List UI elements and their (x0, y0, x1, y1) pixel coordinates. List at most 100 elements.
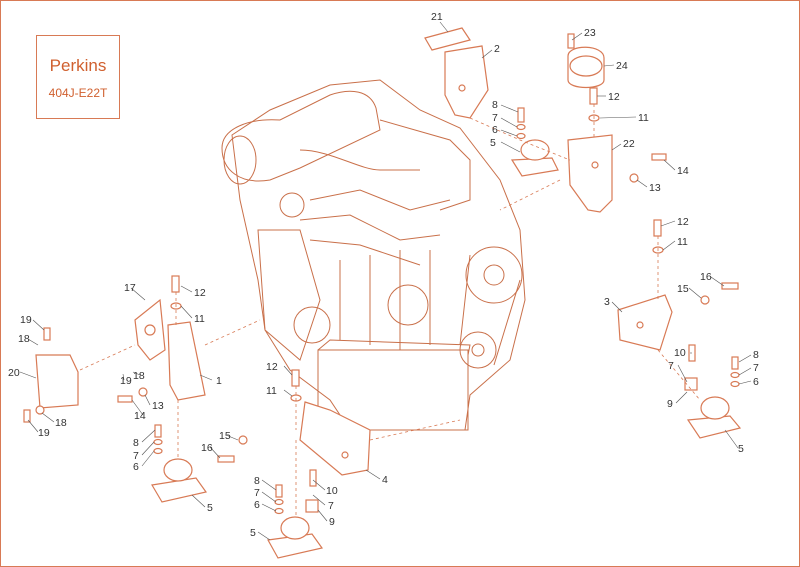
callout-6-a: 6 (492, 124, 498, 136)
pulley-bottom (459, 331, 497, 369)
bolt-12-left (171, 275, 180, 293)
callout-9-a: 9 (667, 398, 673, 410)
fuel-lines (299, 189, 451, 266)
callout-24: 24 (616, 60, 628, 72)
nut-18-left (35, 405, 45, 415)
callout-7-e: 7 (328, 500, 334, 512)
callout-22: 22 (623, 138, 635, 150)
mount-parts (23, 27, 742, 559)
bolt-14-left (117, 395, 133, 403)
callout-5-b: 5 (738, 443, 744, 455)
callout-19-b: 19 (120, 375, 132, 387)
callout-2: 2 (494, 43, 500, 55)
bolt-16-right (721, 282, 739, 290)
washer-7-top (516, 123, 526, 131)
bracket-22-hole (591, 161, 599, 169)
callout-15-a: 15 (677, 283, 689, 295)
callout-14-b: 14 (134, 410, 146, 422)
bracket-22 (567, 134, 613, 213)
bracket-3 (617, 294, 673, 351)
washer-6-left (153, 447, 163, 455)
flywheel-housing (257, 229, 321, 361)
callout-7-a: 7 (492, 112, 498, 124)
oil-pan-lip (317, 339, 471, 356)
bolt-10-bottom (309, 469, 317, 487)
callout-18-a: 18 (18, 333, 30, 345)
callout-5-d: 5 (250, 527, 256, 539)
callout-12-c: 12 (194, 287, 206, 299)
exhaust-manifold (379, 119, 471, 211)
clamp-24-ring (569, 55, 603, 77)
bolt-23 (567, 33, 575, 49)
pulley-top (465, 246, 523, 304)
callout-11-b: 11 (677, 236, 688, 248)
air-filter (221, 90, 381, 182)
bolt-19-left-a (43, 327, 51, 341)
engine-assembly (221, 79, 526, 431)
bolt-12-top (589, 87, 598, 105)
mount-5-bottom-body (280, 516, 310, 540)
callout-10-b: 10 (326, 485, 338, 497)
callout-17: 17 (124, 282, 136, 294)
bracket-3-hole (636, 321, 644, 329)
brand-name: Perkins (49, 56, 107, 75)
washer-6-right (730, 380, 740, 388)
bracket-4 (299, 401, 371, 476)
engine-outline (231, 79, 526, 431)
bracket-4-hole (341, 451, 349, 459)
washer-6-bottom (274, 507, 284, 515)
drive-belt (459, 254, 521, 366)
callout-7-c: 7 (668, 360, 674, 372)
callout-labels: 21 2 23 24 12 8 7 6 5 11 22 13 14 12 11 … (8, 11, 759, 539)
bolt-8-top (517, 107, 525, 123)
callout-19-c: 19 (38, 427, 50, 439)
callout-6-d: 6 (254, 499, 260, 511)
callout-9-b: 9 (329, 516, 335, 528)
title-box: Perkins 404J-E22T (36, 35, 120, 119)
washer-6-top (516, 132, 526, 140)
callout-18-b: 18 (133, 370, 145, 382)
bolt-8-left (154, 424, 162, 438)
nut-13-top (629, 173, 639, 183)
callout-3: 3 (604, 296, 610, 308)
callout-16-b: 16 (201, 442, 213, 454)
mount-5-top-body (520, 139, 550, 161)
callout-8-c: 8 (133, 437, 139, 449)
spacer-9-bottom (305, 499, 319, 513)
callout-6-c: 6 (133, 461, 139, 473)
callout-20: 20 (8, 367, 20, 379)
callout-12-d: 12 (266, 361, 278, 373)
callout-12-a: 12 (608, 91, 620, 103)
pulley-bottom-hub (471, 343, 485, 357)
callout-13-a: 13 (649, 182, 661, 194)
callout-12-b: 12 (677, 216, 689, 228)
bracket-21 (424, 27, 471, 51)
callout-23: 23 (584, 27, 596, 39)
callout-7-b: 7 (753, 362, 759, 374)
callout-16-a: 16 (700, 271, 712, 283)
air-filter-end (223, 135, 257, 185)
callout-11-d: 11 (266, 385, 277, 397)
bolt-8-bottom (275, 484, 283, 498)
bracket-20 (35, 354, 79, 409)
mount-5-left-body (163, 458, 193, 482)
nut-15-right (700, 295, 710, 305)
starter (293, 306, 331, 344)
washer-7-right (730, 371, 740, 379)
model-name: 404J-E22T (48, 86, 108, 100)
oil-filter (279, 192, 305, 218)
oil-pan (317, 349, 469, 431)
callout-1: 1 (216, 375, 222, 387)
callout-6-b: 6 (753, 376, 759, 388)
mount-5-left (151, 477, 208, 503)
mount-5-top (510, 157, 559, 177)
callout-18-c: 18 (55, 417, 67, 429)
bolt-12-right (653, 219, 662, 237)
spacer-9-right (684, 377, 698, 391)
bracket-2-hole (458, 84, 466, 92)
callout-8-a: 8 (492, 99, 498, 111)
bolt-19-left-b (23, 409, 31, 423)
bolt-12-bottom (291, 369, 300, 387)
alternator (387, 284, 429, 326)
callout-11-c: 11 (194, 313, 205, 325)
